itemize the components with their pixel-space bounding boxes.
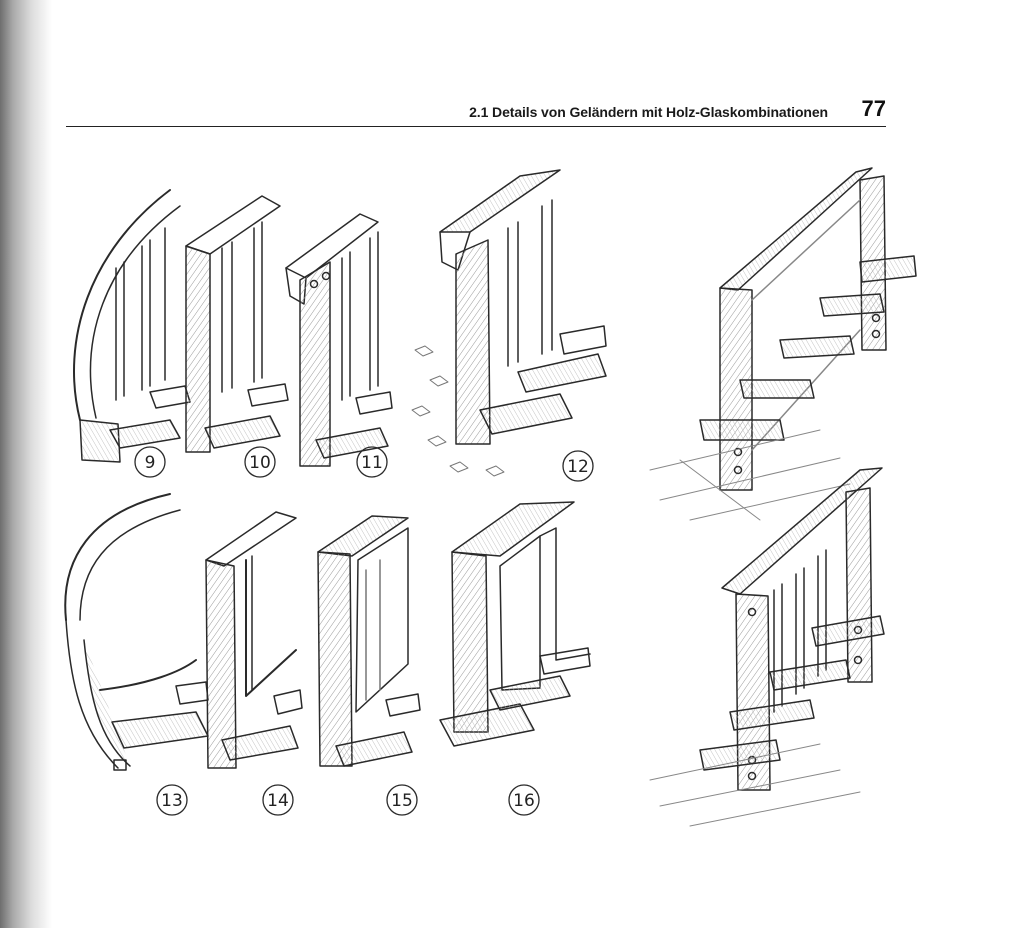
figure-16-label: 16 [513, 791, 535, 811]
figure-12-label: 12 [567, 457, 589, 477]
figure-12-drawing [411, 169, 607, 477]
figure-15-label: 15 [391, 791, 413, 811]
figure-14-circle [262, 784, 294, 816]
figure-11-circle [356, 446, 388, 478]
page-number: 77 [861, 96, 886, 121]
section-title: 2.1 Details von Geländern mit Holz-Glask… [469, 104, 828, 120]
figure-10-circle [244, 446, 276, 478]
figure-14-drawing [205, 511, 303, 769]
staircase-balusters-drawing [649, 467, 885, 827]
figure-9-label: 9 [145, 453, 156, 473]
figure-9-drawing [73, 189, 191, 463]
figure-9-circle [134, 446, 166, 478]
book-gutter-shadow [0, 0, 52, 928]
page-header: 2.1 Details von Geländern mit Holz-Glask… [66, 92, 886, 127]
figure-14-label: 14 [267, 791, 289, 811]
figure-13-label: 13 [161, 791, 183, 811]
figure-16-drawing [439, 501, 591, 747]
figure-16-circle [508, 784, 540, 816]
figure-15-drawing [317, 515, 421, 767]
figure-10-label: 10 [249, 453, 271, 473]
figure-10-drawing [185, 195, 289, 453]
staircase-glass-drawing [649, 167, 917, 521]
figure-11-label: 11 [361, 453, 383, 473]
figure-11-drawing [285, 213, 393, 467]
figure-12-circle [562, 450, 594, 482]
figure-13-drawing [64, 493, 209, 771]
figure-15-circle [386, 784, 418, 816]
figure-13-circle [156, 784, 188, 816]
